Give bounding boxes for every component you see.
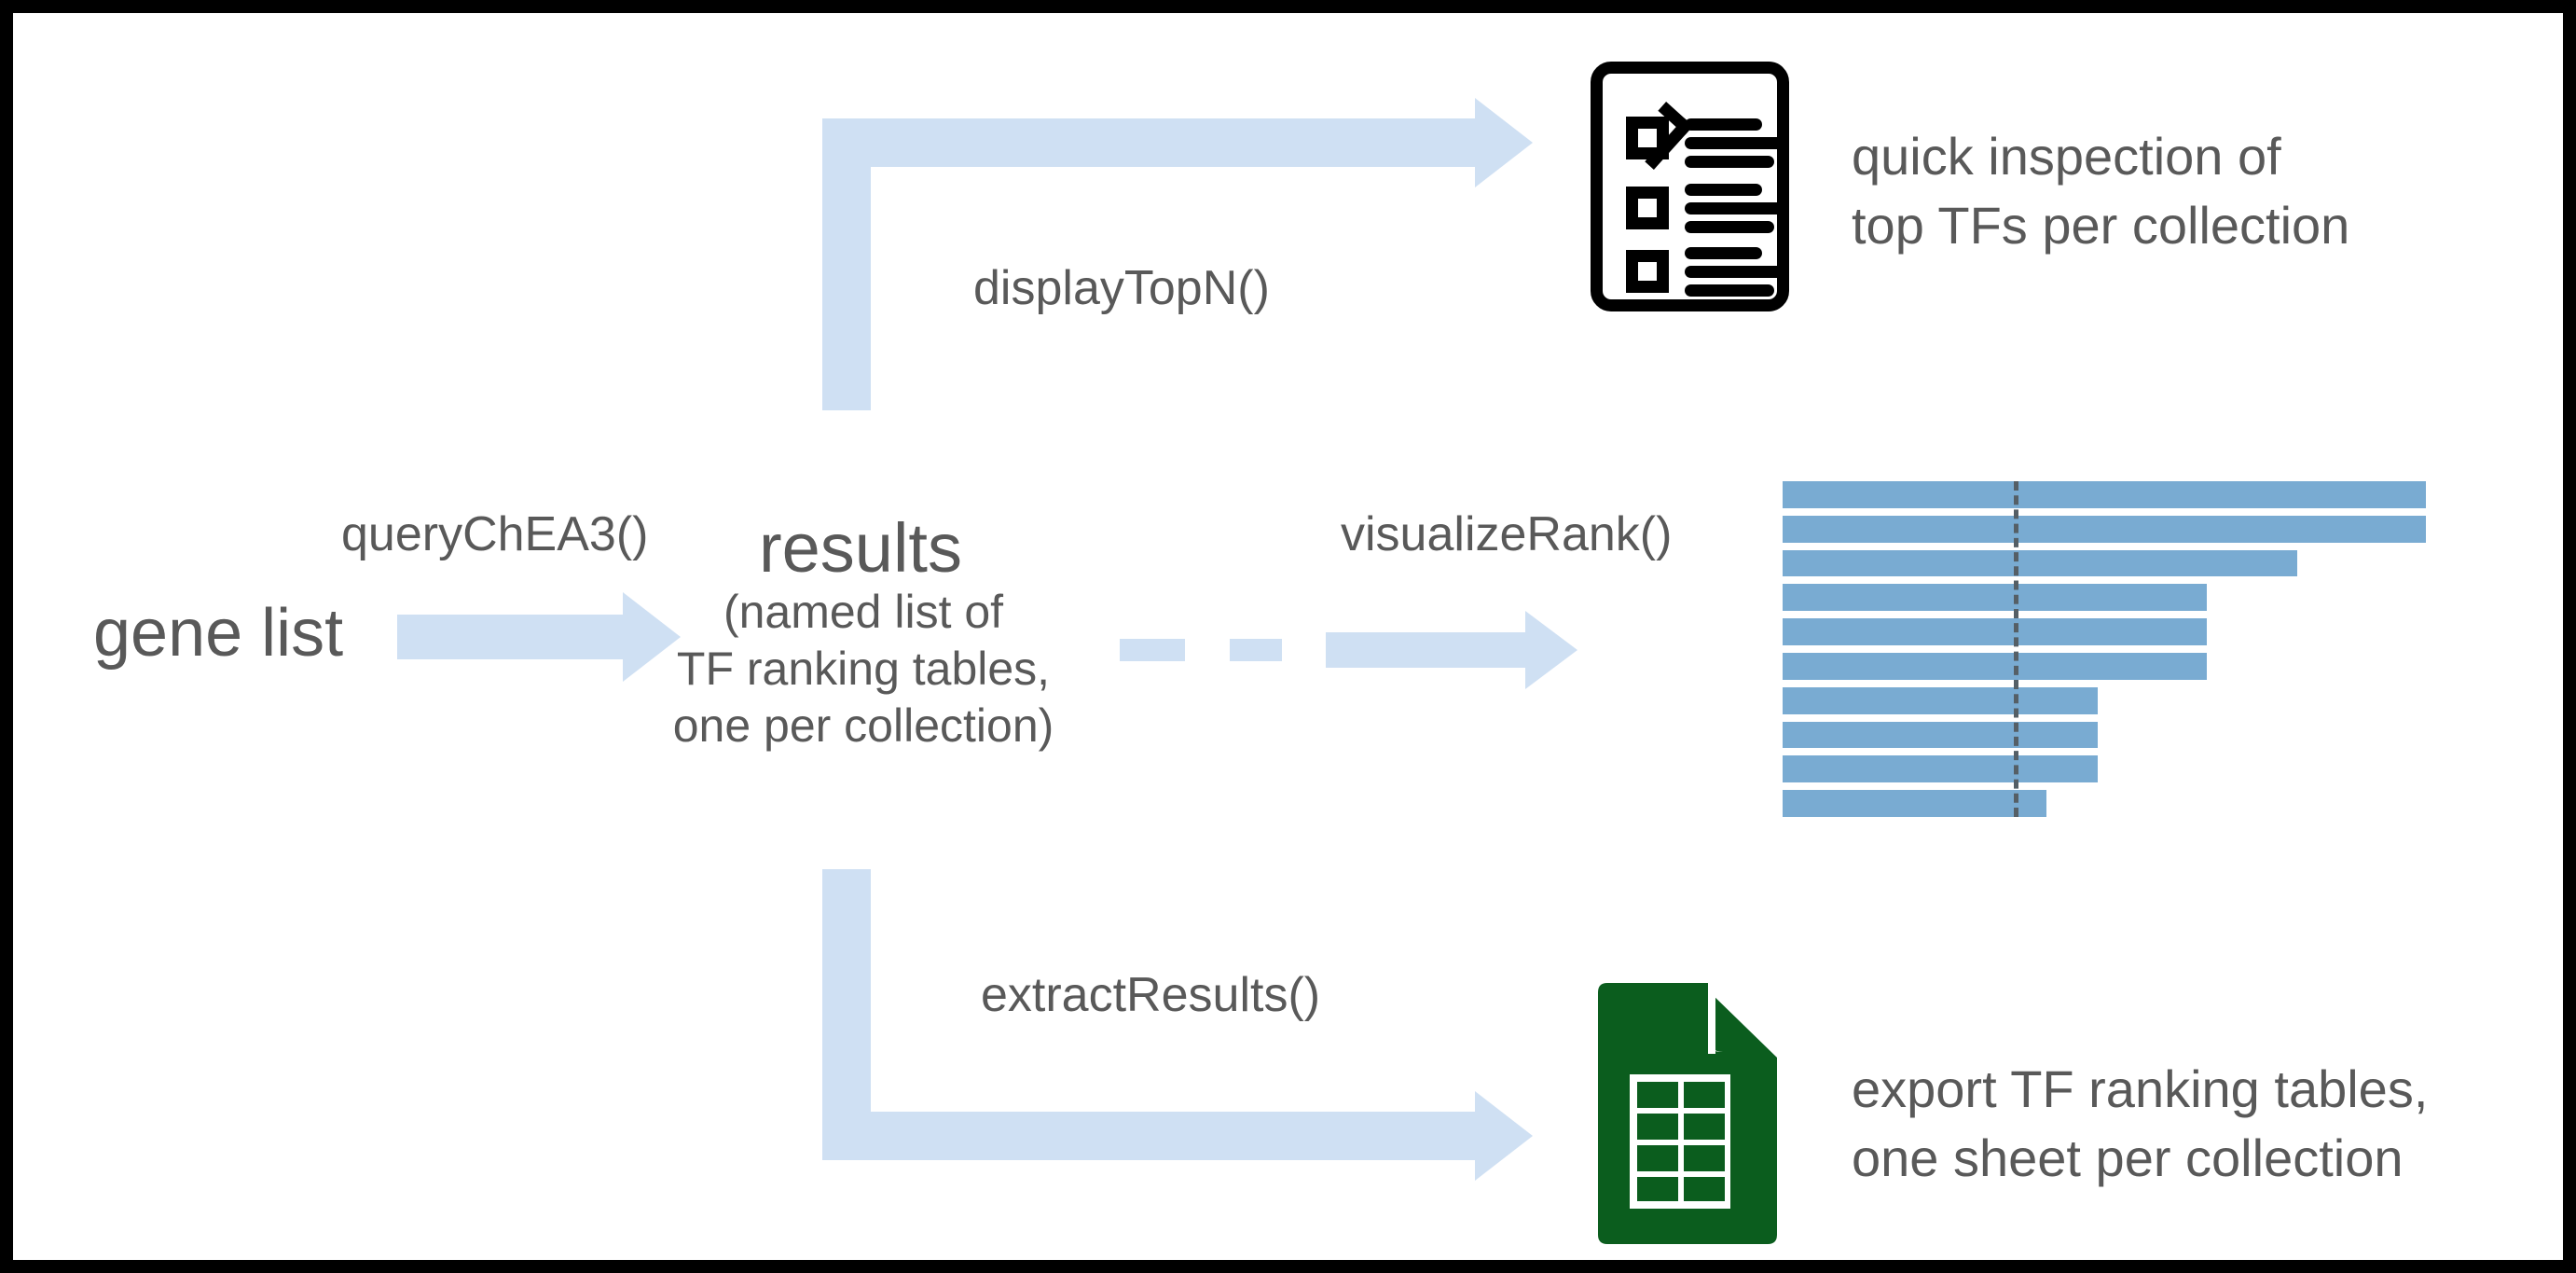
edge-label-visualize-rank: visualizeRank() <box>1341 507 1673 561</box>
checkmark-icon <box>1626 102 1694 170</box>
bar <box>1783 790 2046 817</box>
extract-results-arrow-shaft <box>822 1112 1475 1160</box>
node-results-title: results <box>759 509 962 587</box>
checklist-text-line <box>1685 221 1774 233</box>
bar <box>1783 686 2099 714</box>
checklist-caption-line-1: quick inspection of <box>1852 127 2281 186</box>
checklist-text-line <box>1685 118 1762 131</box>
reference-dashed-line <box>2014 481 2019 817</box>
spreadsheet-document-icon <box>1598 983 1777 1244</box>
bar <box>1783 584 2208 612</box>
visualize-rank-dash-segment-1 <box>1120 639 1185 661</box>
visualize-rank-arrow-head <box>1525 611 1577 689</box>
checklist-caption-line-2: top TFs per collection <box>1852 196 2350 255</box>
checklist-checkbox-checked <box>1626 117 1669 159</box>
node-gene-list: gene list <box>93 596 344 671</box>
bar <box>1783 481 2426 508</box>
display-top-n-arrow-shaft <box>822 118 1475 167</box>
checklist-text-line <box>1685 137 1785 149</box>
spreadsheet-caption-line-2: one sheet per collection <box>1852 1128 2404 1187</box>
checklist-text-line <box>1685 184 1762 196</box>
horizontal-bar-chart <box>1783 481 2426 817</box>
checklist-text-line <box>1685 266 1785 278</box>
checklist-text-line <box>1685 247 1762 259</box>
bar <box>1783 653 2208 680</box>
display-top-n-arrow-head <box>1475 98 1533 187</box>
spreadsheet-caption-line-1: export TF ranking tables, <box>1852 1059 2429 1118</box>
display-top-n-arrow-stem <box>822 118 871 410</box>
query-chea3-arrow-shaft <box>397 615 623 659</box>
edge-label-query-chea3: queryChEA3() <box>341 507 649 561</box>
checklist-text-line <box>1685 284 1774 297</box>
bar <box>1783 721 2099 749</box>
checklist-document-icon <box>1591 62 1789 311</box>
extract-results-arrow-head <box>1475 1091 1533 1181</box>
bar <box>1783 515 2426 543</box>
edge-label-display-top-n: displayTopN() <box>973 261 1270 315</box>
checklist-checkbox-empty <box>1626 250 1669 293</box>
visualize-rank-dash-segment-2 <box>1230 639 1282 661</box>
checklist-text-line <box>1685 156 1774 168</box>
bar <box>1783 549 2297 577</box>
visualize-rank-arrow-shaft <box>1326 632 1525 668</box>
checklist-checkbox-empty <box>1626 187 1669 229</box>
node-results-subtitle: (named list of TF ranking tables, one pe… <box>672 586 1054 752</box>
checklist-text-line <box>1685 202 1785 214</box>
bar <box>1783 755 2099 783</box>
bar <box>1783 618 2208 645</box>
edge-label-extract-results: extractResults() <box>981 968 1321 1022</box>
query-chea3-arrow-head <box>623 592 681 682</box>
